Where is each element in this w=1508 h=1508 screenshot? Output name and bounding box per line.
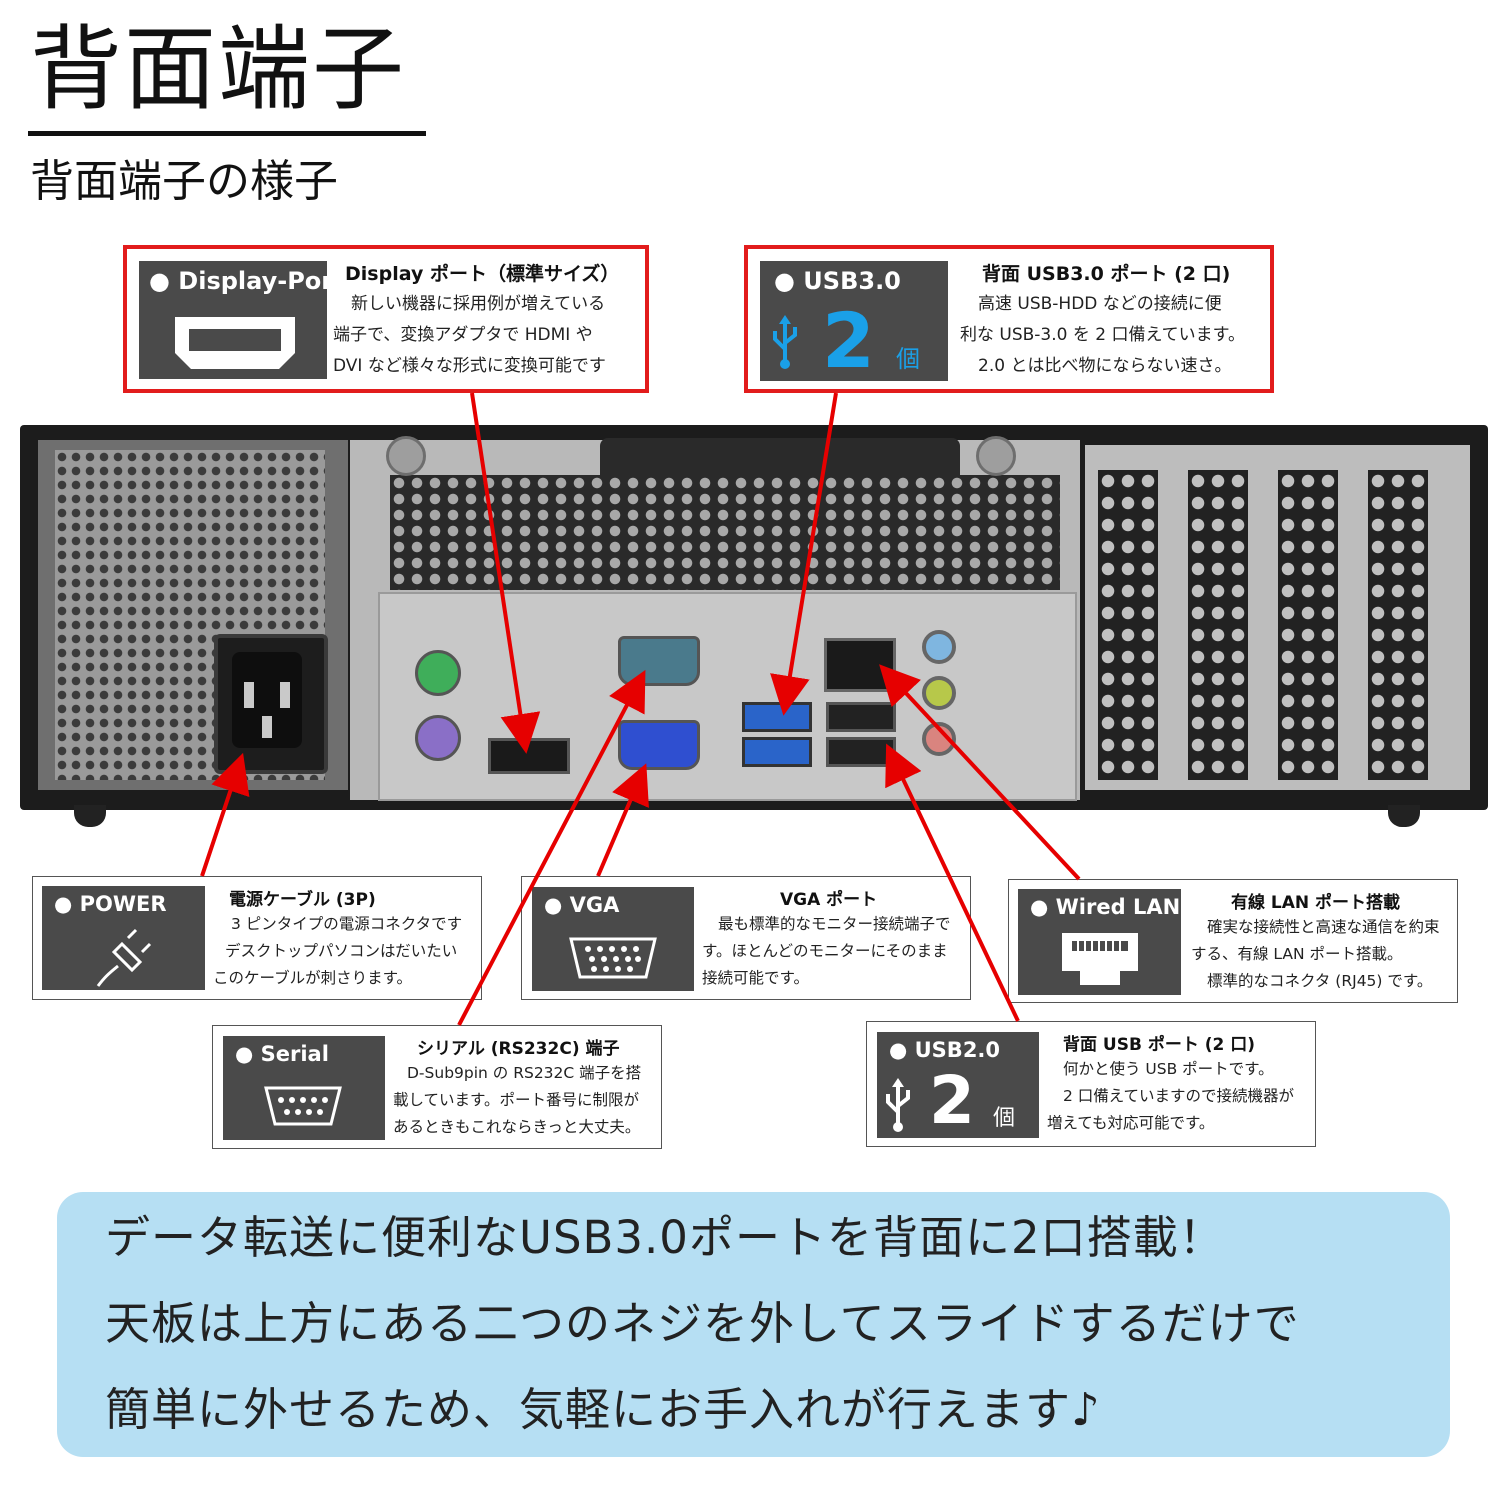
serial-label: ● Serial [235, 1042, 329, 1066]
thumb-screw-left [386, 436, 426, 476]
expansion-slot [1188, 470, 1248, 780]
audio-line-in-jack [922, 630, 956, 664]
displayport-title: Display ポート（標準サイズ） [345, 263, 620, 285]
power-panel: ● POWER [42, 886, 205, 990]
pc-foot [1388, 805, 1420, 827]
vga-line: 最も標準的なモニター接続端子で [718, 915, 951, 933]
serial-title: シリアル (RS232C) 端子 [417, 1039, 620, 1059]
callout-serial: ● Serial シリアル (RS232C) 端子 D-Sub9pin の RS… [212, 1025, 662, 1149]
power-plug-icon [96, 928, 152, 987]
power-line: このケーブルが刺さります。 [213, 969, 413, 987]
vga-line: 接続可能です。 [702, 969, 809, 987]
vga-port [618, 720, 700, 770]
pc-foot [74, 805, 106, 827]
usb3-body: 高速 USB-HDD などの接続に便 利な USB-3.0 を 2 口備えていま… [960, 289, 1245, 382]
vga-line: す。ほとんどのモニターにそのまま [702, 942, 948, 960]
vga-panel: ● VGA [532, 887, 694, 991]
info-line-2: 天板は上方にある二つのネジを外してスライドするだけで [105, 1297, 1300, 1350]
lan-panel: ● Wired LAN [1018, 889, 1181, 995]
info-line-1: データ転送に便利なUSB3.0ポートを背面に2口搭載！ [105, 1211, 1225, 1264]
expansion-slot [1098, 470, 1158, 780]
displayport-body: 新しい機器に採用例が増えている 端子で、変換アダプタで HDMI や DVI な… [333, 289, 606, 382]
displayport-port [488, 738, 570, 774]
usb3-line: 高速 USB-HDD などの接続に便 [978, 294, 1222, 314]
usb2-port [826, 702, 896, 732]
power-title: 電源ケーブル (3P) [229, 890, 376, 910]
usb-icon [773, 315, 797, 369]
callout-power: ● POWER 電源ケーブル (3P) 3 ピンタイプの電源コネクタです デスク… [32, 876, 482, 1000]
usb2-body: 何かと使う USB ポートです。 2 口備えていますので接続機器が 増えても対応… [1047, 1056, 1294, 1137]
displayport-panel: ● Display-Port [139, 261, 345, 379]
power-line: 3 ピンタイプの電源コネクタです [231, 915, 463, 933]
usb2-panel: ● USB2.0 2 個 [877, 1032, 1039, 1138]
usb2-port [826, 737, 896, 767]
serial-line: D-Sub9pin の RS232C 端子を搭 [407, 1064, 642, 1082]
callout-usb2: ● USB2.0 2 個 背面 USB ポート (2 口) 何かと使う USB … [866, 1021, 1316, 1147]
usb2-line: 2 口備えていますので接続機器が [1063, 1087, 1295, 1105]
expansion-slot [1278, 470, 1338, 780]
thumb-screw-right [976, 436, 1016, 476]
serial-line: 載しています。ポート番号に制限が [393, 1091, 639, 1109]
displayport-line: 新しい機器に採用例が増えている [351, 294, 606, 314]
serial-line: あるときもこれならきっと大丈夫。 [393, 1118, 641, 1136]
lan-line: 確実な接続性と高速な通信を約束 [1207, 918, 1440, 936]
info-box [57, 1192, 1450, 1457]
displayport-label: ● Display-Port [149, 267, 345, 295]
serial-panel: ● Serial [223, 1036, 385, 1140]
vga-label: ● VGA [544, 893, 620, 917]
ps2-keyboard-port [415, 715, 461, 761]
usb3-port [742, 737, 812, 767]
usb2-unit: 個 [993, 1106, 1016, 1131]
title-underline [28, 131, 426, 136]
power-socket-inner [232, 652, 302, 748]
usb2-line: 増えても対応可能です。 [1047, 1114, 1215, 1132]
lan-line: 標準的なコネクタ (RJ45) です。 [1207, 972, 1433, 990]
callout-usb3: ● USB3.0 2 個 背面 USB3.0 ポート (2 口) 高速 USB-… [744, 245, 1274, 393]
vga-title: VGA ポート [780, 890, 878, 910]
power-label: ● POWER [54, 892, 167, 916]
vent-grill [390, 475, 1060, 590]
lan-port [824, 638, 896, 692]
usb3-label: ● USB3.0 [774, 267, 901, 295]
serial-body: D-Sub9pin の RS232C 端子を搭 載しています。ポート番号に制限が… [393, 1060, 641, 1141]
ps2-mouse-port [415, 650, 461, 696]
displayport-line: 端子で、変換アダプタで HDMI や [333, 325, 593, 345]
displayport-line: DVI など様々な形式に変換可能です [333, 356, 606, 376]
power-line: デスクトップパソコンはだいたい [225, 942, 458, 960]
usb3-line: 2.0 とは比べ物にならない速さ。 [978, 356, 1232, 376]
usb3-port [742, 702, 812, 732]
usb2-count: 2 [929, 1062, 975, 1139]
usb3-title: 背面 USB3.0 ポート (2 口) [982, 263, 1231, 285]
audio-mic-jack [922, 722, 956, 756]
usb3-line: 利な USB-3.0 を 2 口備えています。 [960, 325, 1245, 345]
power-body: 3 ピンタイプの電源コネクタです デスクトップパソコンはだいたい このケーブルが… [213, 911, 462, 992]
vga-body: 最も標準的なモニター接続端子で す。ほとんどのモニターにそのまま 接続可能です。 [702, 911, 951, 992]
usb3-unit: 個 [896, 345, 920, 373]
info-line-3: 簡単に外せるため、気軽にお手入れが行えます♪ [105, 1383, 1101, 1436]
lan-line: する、有線 LAN ポート搭載。 [1191, 945, 1403, 963]
audio-line-out-jack [922, 676, 956, 710]
serial-connector-icon [264, 1086, 342, 1126]
usb2-title: 背面 USB ポート (2 口) [1063, 1035, 1256, 1055]
callout-vga: ● VGA VGA ポート 最も標準的なモニター接続端子で す。ほとんどのモニタ… [521, 876, 971, 1000]
callout-lan: ● Wired LAN 有線 LAN ポート搭載 確実な接続性と高速な通信を約束… [1008, 879, 1458, 1003]
ethernet-port-icon [1062, 933, 1138, 985]
lan-body: 確実な接続性と高速な通信を約束 する、有線 LAN ポート搭載。 標準的なコネク… [1191, 914, 1440, 995]
usb2-label: ● USB2.0 [889, 1038, 1001, 1062]
page-title: 背面端子 [30, 16, 407, 123]
serial-port [618, 636, 700, 686]
io-plate [378, 592, 1077, 801]
expansion-slot [1368, 470, 1428, 780]
lan-title: 有線 LAN ポート搭載 [1231, 893, 1401, 913]
displayport-icon [175, 317, 295, 369]
usb2-line: 何かと使う USB ポートです。 [1063, 1060, 1274, 1078]
callout-displayport: ● Display-Port Display ポート（標準サイズ） 新しい機器に… [123, 245, 649, 393]
usb-icon [886, 1078, 910, 1132]
vga-connector-icon [569, 937, 657, 979]
usb3-count: 2 [822, 296, 875, 385]
lan-label: ● Wired LAN [1030, 895, 1181, 919]
usb3-panel: ● USB3.0 2 個 [760, 261, 948, 381]
page-subtitle: 背面端子の様子 [30, 156, 338, 207]
